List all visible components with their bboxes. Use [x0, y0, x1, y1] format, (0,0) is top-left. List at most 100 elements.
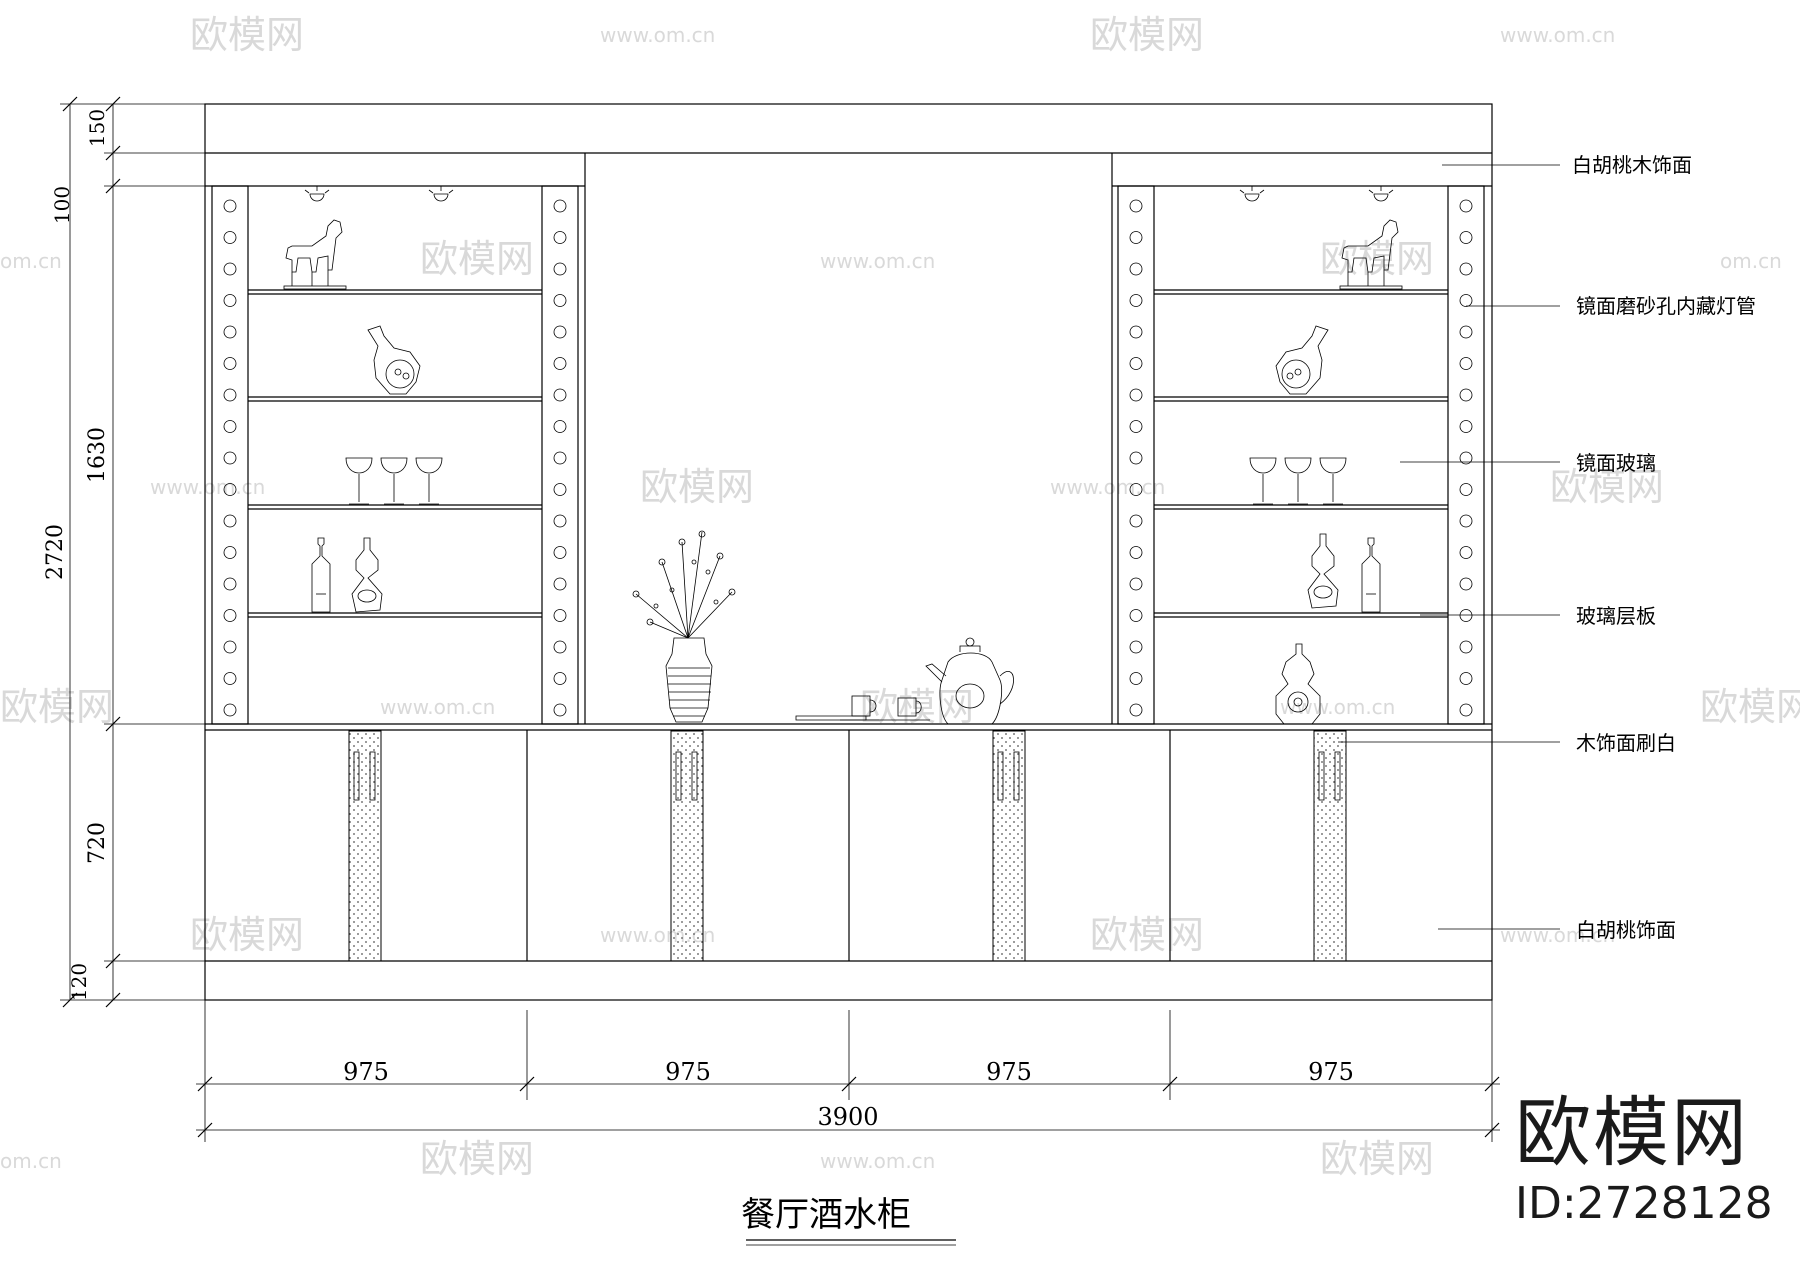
- door-handle-icon: [675, 751, 682, 801]
- light-hole: [223, 388, 237, 402]
- door-handle-icon: [1334, 751, 1341, 801]
- horse-sculpture-icon: [1339, 219, 1403, 290]
- light-hole: [223, 420, 237, 433]
- light-hole: [553, 199, 567, 213]
- light-hole: [1129, 514, 1143, 528]
- light-hole: [553, 546, 567, 559]
- light-hole: [223, 451, 237, 465]
- light-hole: [1129, 231, 1143, 244]
- watermark-logo: 欧模网: [1700, 685, 1800, 729]
- light-hole: [223, 546, 237, 559]
- light-hole: [553, 388, 567, 402]
- light-hole: [1129, 672, 1143, 685]
- downlight-icon: [1239, 186, 1265, 202]
- watermark-layer: 欧模网 www.om.cn 欧模网 www.om.cn om.cn 欧模网 ww…: [0, 13, 1800, 1181]
- light-hole: [223, 577, 237, 591]
- watermark-logo: 欧模网: [420, 237, 534, 281]
- watermark-url: www.om.cn: [820, 249, 935, 273]
- cabinet-elevation: [204, 103, 1493, 1001]
- light-hole: [1459, 577, 1473, 591]
- light-hole: [1459, 294, 1473, 307]
- light-hole: [223, 325, 237, 339]
- light-hole: [553, 451, 567, 465]
- dim-label-top: 150: [85, 109, 109, 147]
- right-display-cabinet: [1117, 185, 1485, 725]
- right-light-strip-outer: [1447, 185, 1485, 725]
- watermark-logo: 欧模网: [1090, 13, 1204, 57]
- callout-label: 镜面玻璃: [1576, 451, 1656, 475]
- light-hole: [1129, 325, 1143, 339]
- door-handle-icon: [369, 751, 376, 801]
- light-hole: [1129, 451, 1143, 465]
- light-hole: [1129, 199, 1143, 213]
- light-hole: [1459, 199, 1473, 213]
- frosted-light-holes: [223, 199, 567, 717]
- light-hole: [553, 514, 567, 528]
- left-light-strip-inner: [541, 185, 579, 725]
- watermark-url: www.om.cn: [380, 695, 495, 719]
- material-callouts: 白胡桃木饰面 镜面磨砂孔内藏灯管 镜面玻璃 玻璃层板 木饰面刷白 白胡桃饰面: [1338, 153, 1756, 942]
- drawing-title: 餐厅酒水柜: [741, 1195, 956, 1246]
- light-hole: [1459, 451, 1473, 465]
- light-hole: [223, 262, 237, 276]
- ornament-vase-icon: [1275, 325, 1329, 395]
- watermark-url: om.cn: [1720, 249, 1782, 273]
- light-hole: [1129, 703, 1143, 717]
- watermark-url: www.om.cn: [600, 23, 715, 47]
- wine-bottles-icon: [311, 537, 383, 613]
- light-hole: [1459, 514, 1473, 528]
- brand-logo: 欧模网: [1515, 1088, 1749, 1177]
- watermark-logo: 欧模网: [190, 913, 304, 957]
- light-hole: [223, 357, 237, 370]
- light-hole: [1129, 577, 1143, 591]
- light-hole: [1459, 483, 1473, 496]
- model-id: ID:2728128: [1515, 1178, 1773, 1229]
- door-handle-icon: [353, 751, 360, 801]
- dim-label-total-width: 3900: [817, 1103, 878, 1131]
- dim-label-lower: 720: [85, 822, 110, 864]
- light-hole: [223, 672, 237, 685]
- light-hole: [553, 703, 567, 717]
- frosted-light-holes: [1129, 199, 1473, 717]
- light-hole: [1129, 640, 1143, 654]
- left-light-strip-outer: [211, 185, 249, 725]
- light-hole: [1129, 388, 1143, 402]
- light-hole: [553, 262, 567, 276]
- callout-label: 白胡桃饰面: [1576, 918, 1676, 942]
- light-hole: [1459, 388, 1473, 402]
- watermark-url: www.om.cn: [1050, 475, 1165, 499]
- light-hole: [1129, 294, 1143, 307]
- light-hole: [1459, 640, 1473, 654]
- light-hole: [223, 231, 237, 244]
- wine-bottles-icon: [1307, 533, 1381, 613]
- watermark-logo: 欧模网: [1320, 237, 1434, 281]
- light-hole: [553, 420, 567, 433]
- light-hole: [553, 325, 567, 339]
- light-hole: [553, 294, 567, 307]
- watermark-logo: 欧模网: [190, 13, 304, 57]
- light-hole: [1459, 262, 1473, 276]
- light-hole: [223, 294, 237, 307]
- light-hole: [553, 483, 567, 496]
- downlight-icon: [1368, 186, 1394, 202]
- light-hole: [1459, 703, 1473, 717]
- watermark-url: www.om.cn: [150, 475, 265, 499]
- light-hole: [1129, 609, 1143, 622]
- watermark-logo: 欧模网: [1090, 913, 1204, 957]
- dim-label-module: 975: [665, 1058, 711, 1086]
- light-hole: [553, 672, 567, 685]
- watermark-logo: 欧模网: [1320, 1137, 1434, 1181]
- light-hole: [223, 483, 237, 496]
- door-handle-icon: [691, 751, 698, 801]
- callout-label: 镜面磨砂孔内藏灯管: [1576, 294, 1756, 318]
- dim-label-upper: 1630: [85, 427, 110, 483]
- dim-label-frieze: 100: [50, 186, 74, 224]
- callout-label: 木饰面刷白: [1576, 731, 1676, 755]
- callout-label: 玻璃层板: [1576, 604, 1656, 628]
- watermark-logo: 欧模网: [1550, 465, 1664, 509]
- downlight-icon: [304, 186, 330, 202]
- vertical-dimensions: 2720 150 100 1630 720 120: [43, 96, 205, 1008]
- light-hole: [223, 199, 237, 213]
- dim-label-plinth: 120: [67, 963, 91, 1001]
